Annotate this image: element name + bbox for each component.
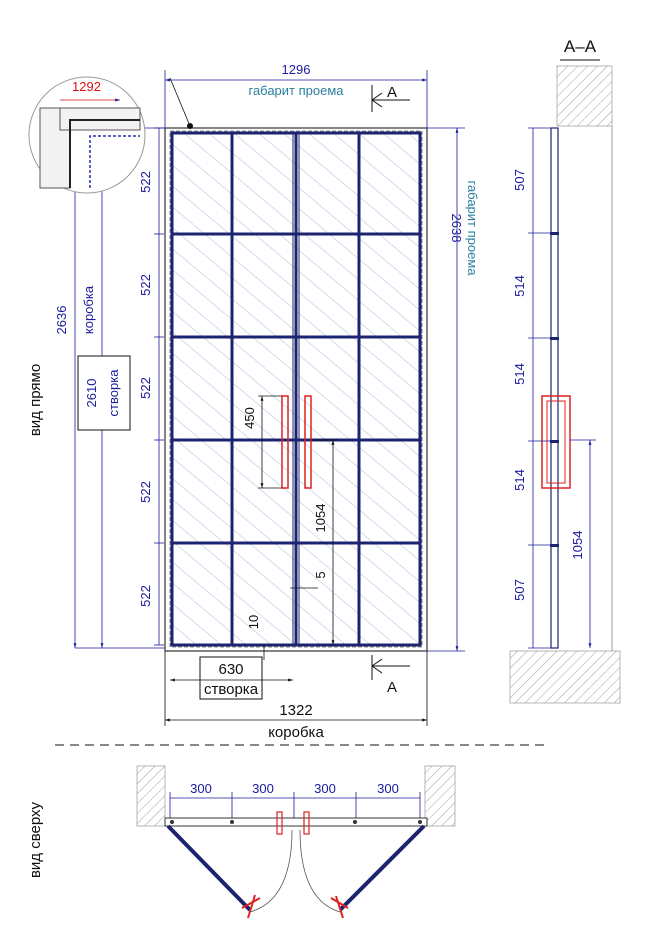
door-box-outline [164, 127, 428, 652]
row-height-5: 522 [138, 585, 153, 607]
leaf-height-label: створка [106, 369, 121, 417]
handle-left [281, 395, 289, 489]
row-height-1: 522 [138, 171, 153, 193]
door-section-profile [550, 127, 559, 649]
opening-height: 2638 [449, 214, 464, 243]
section-marker-top: A [387, 84, 397, 101]
top-view: вид сверху [27, 765, 456, 919]
top-view-label: вид сверху [27, 801, 44, 878]
top-width-3: 300 [314, 781, 336, 796]
top-width-4: 300 [377, 781, 399, 796]
corner-detail: 1292 [28, 76, 146, 194]
opening-height-label: габарит проема [465, 180, 480, 276]
section-handle-height: 1054 [570, 531, 585, 560]
wall-right [424, 765, 456, 827]
top-door-closed [164, 817, 428, 827]
section-handle [541, 395, 571, 489]
handle-length: 450 [242, 407, 257, 429]
section-row-2: 514 [512, 275, 527, 297]
opening-width-label: габарит проема [248, 83, 344, 98]
box-width-label: коробка [268, 724, 324, 741]
leaf-height-box [77, 355, 131, 431]
door-frame-grid [170, 131, 422, 647]
section-row-4: 514 [512, 469, 527, 491]
row-height-3: 522 [138, 377, 153, 399]
door-box-inner [169, 130, 423, 648]
leaf-width-box [199, 656, 263, 700]
box-height-label: коробка [81, 285, 96, 334]
handle-height: 1054 [313, 504, 328, 533]
section-view: A–A 507 514 514 514 507 1054 [509, 37, 621, 704]
bottom-gap: 10 [246, 615, 261, 629]
section-row-1: 507 [512, 169, 527, 191]
wall-top [556, 65, 613, 127]
top-width-2: 300 [252, 781, 274, 796]
leaf-width-label: створка [204, 681, 259, 698]
front-view: 1296 габарит проема A A 2638 габарит про… [27, 62, 480, 741]
section-label: A–A [564, 37, 597, 56]
leaf-gap: 5 [313, 571, 328, 578]
handle-right [304, 395, 312, 489]
top-width-1: 300 [190, 781, 212, 796]
section-row-3: 514 [512, 363, 527, 385]
leaf-width: 630 [218, 661, 243, 678]
front-view-label: вид прямо [27, 364, 44, 436]
row-height-2: 522 [138, 274, 153, 296]
row-height-4: 522 [138, 481, 153, 503]
box-width: 1322 [279, 702, 312, 719]
section-marker-bottom: A [387, 679, 397, 696]
floor [509, 650, 621, 704]
opening-width: 1296 [282, 62, 311, 77]
wall-left [136, 765, 166, 827]
section-row-5: 507 [512, 579, 527, 601]
box-height: 2636 [54, 306, 69, 335]
detail-dimension: 1292 [72, 79, 101, 94]
leaf-height: 2610 [84, 379, 99, 408]
